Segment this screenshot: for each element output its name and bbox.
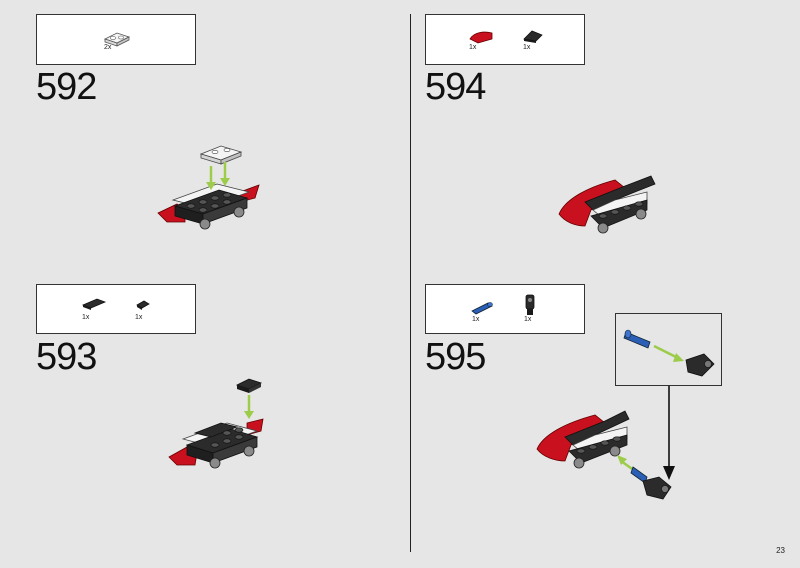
- page-number: 23: [776, 546, 785, 555]
- part-qty: 1x: [524, 316, 532, 323]
- part-qty: 2x: [104, 44, 112, 51]
- blue-axle-pin-icon: [471, 302, 493, 315]
- red-curved-slope-icon: [469, 31, 493, 44]
- black-pin-connector-icon: [525, 294, 535, 315]
- step-594-assembly: [558, 175, 656, 234]
- callout-arrow: [663, 386, 675, 480]
- step-593-assembly: [168, 378, 264, 469]
- parts-callout-594: 1x 1x: [425, 14, 585, 65]
- page-divider: [410, 14, 411, 552]
- parts-callout-595: 1x 1x: [425, 284, 585, 334]
- white-plate-1x2-icon: [103, 32, 131, 47]
- part-qty: 1x: [523, 44, 531, 51]
- black-tile-1x2-icon: [81, 298, 107, 310]
- part-qty: 1x: [82, 314, 90, 321]
- part-qty: 1x: [472, 316, 480, 323]
- step-number-593: 593: [36, 336, 97, 378]
- part-qty: 1x: [469, 44, 477, 51]
- parts-callout-592: 2x: [36, 14, 196, 65]
- subassembly-callout-595: [615, 313, 722, 386]
- subassembly-pin-connector: [623, 329, 715, 377]
- step-592-assembly: [157, 145, 260, 230]
- step-number-592: 592: [36, 66, 97, 108]
- step-number-594: 594: [425, 66, 486, 108]
- step-number-595: 595: [425, 336, 486, 378]
- black-slope-icon: [523, 30, 543, 43]
- part-qty: 1x: [135, 314, 143, 321]
- black-tile-1x1-icon: [136, 300, 150, 310]
- parts-callout-593: 1x 1x: [36, 284, 196, 334]
- step-595-assembly: [536, 410, 672, 500]
